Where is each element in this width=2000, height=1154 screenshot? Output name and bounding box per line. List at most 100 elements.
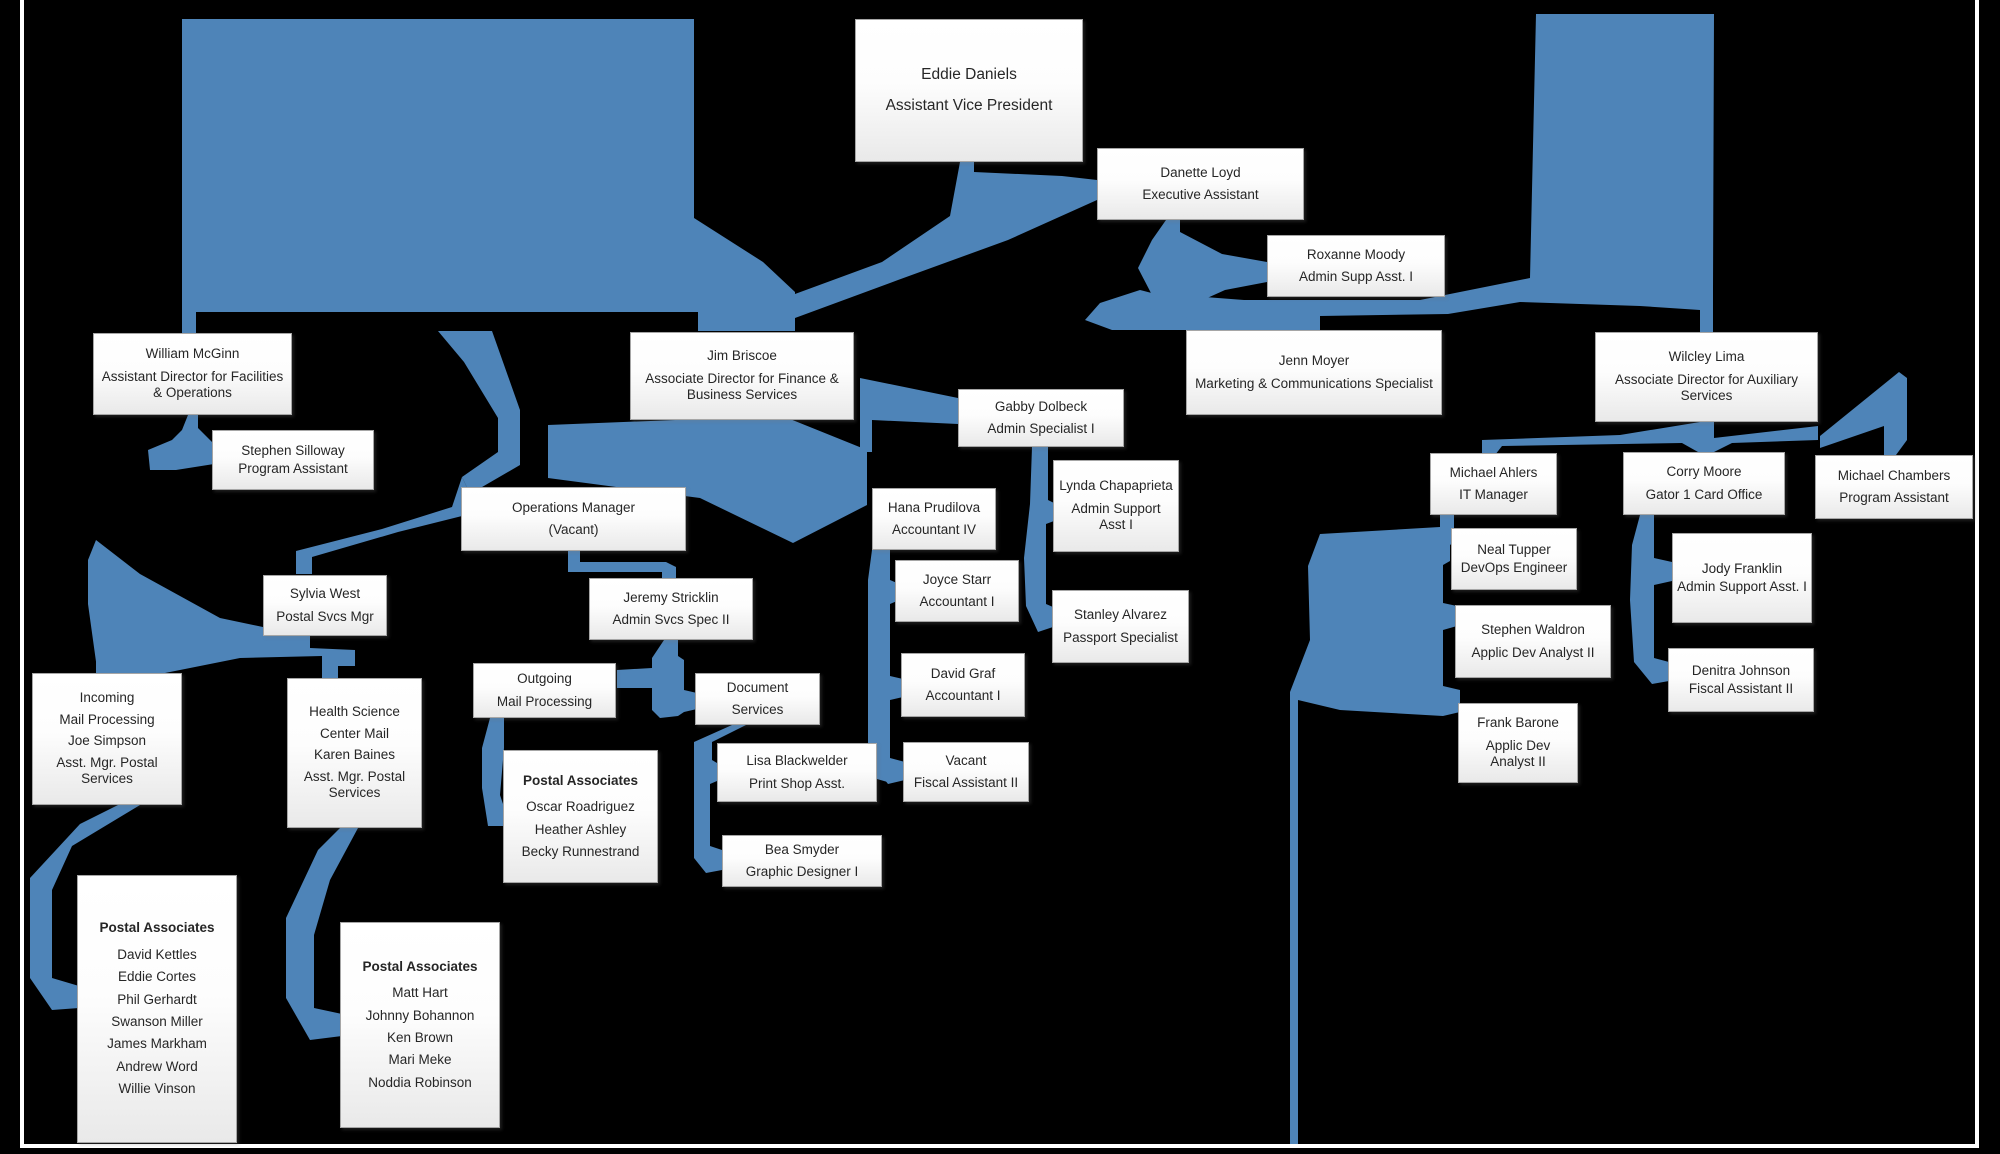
- person-name: Lynda Chapaprieta: [1059, 478, 1173, 494]
- org-box-william-mcginn[interactable]: William McGinn Assistant Director for Fa…: [93, 333, 292, 415]
- org-box-danette-loyd[interactable]: Danette Loyd Executive Assistant: [1097, 148, 1304, 220]
- org-box-jim-briscoe[interactable]: Jim Briscoe Associate Director for Finan…: [630, 332, 854, 420]
- person-title: Program Assistant: [238, 460, 348, 476]
- connector-docsvc-to-lisa-bea: [694, 725, 746, 873]
- member-name: Johnny Bohannon: [365, 1007, 475, 1023]
- unit-name-line2: Mail Processing: [59, 711, 155, 727]
- org-box-frank-barone[interactable]: Frank Barone Applic Dev Analyst II: [1458, 703, 1578, 783]
- person-name: Stanley Alvarez: [1073, 607, 1168, 623]
- person-title: Applic Dev Analyst II: [1471, 644, 1595, 660]
- person-name: Bea Smyder: [764, 841, 840, 857]
- org-box-vacant-fiscal[interactable]: Vacant Fiscal Assistant II: [903, 742, 1029, 802]
- connector-it-blob: [1290, 515, 1460, 1147]
- person-title: Admin Support Asst I: [1071, 500, 1161, 533]
- org-box-document-services[interactable]: Document Services: [695, 673, 820, 725]
- person-name: Neal Tupper: [1477, 542, 1551, 558]
- member-name: Eddie Cortes: [117, 969, 197, 985]
- person-name: Jeremy Stricklin: [623, 589, 719, 605]
- person-name: Sylvia West: [289, 586, 361, 602]
- member-name: Becky Runnestrand: [521, 843, 640, 859]
- org-box-outgoing-mail[interactable]: Outgoing Mail Processing: [473, 663, 616, 718]
- person-name: Roxanne Moody: [1306, 246, 1406, 262]
- person-name: Stephen Waldron: [1481, 622, 1585, 638]
- unit-name-line1: Incoming: [79, 690, 135, 706]
- unit-subname: Mail Processing: [496, 693, 593, 709]
- person-title: Program Assistant: [1839, 490, 1949, 505]
- person-title: Associate Director for Auxiliary Service…: [1614, 371, 1799, 404]
- unit-subname: Services: [731, 702, 784, 717]
- person-name: Eddie Daniels: [921, 65, 1017, 83]
- member-name: Mari Meke: [388, 1052, 452, 1068]
- person-name: Denitra Johnson: [1691, 663, 1791, 679]
- connector-mcginn-to-silloway: [148, 415, 214, 470]
- org-box-jenn-moyer[interactable]: Jenn Moyer Marketing & Communications Sp…: [1186, 330, 1442, 415]
- org-box-lynda-chapaprieta[interactable]: Lynda Chapaprieta Admin Support Asst I: [1053, 460, 1179, 552]
- person-title: Passport Specialist: [1063, 629, 1178, 645]
- connector-gabby-to-lynda-stanley: [1024, 447, 1054, 632]
- group-header: Postal Associates: [362, 958, 478, 974]
- org-box-bea-smyder[interactable]: Bea Smyder Graphic Designer I: [722, 835, 882, 887]
- org-box-michael-ahlers[interactable]: Michael Ahlers IT Manager: [1430, 453, 1557, 515]
- connector-corry-to-jody-denitra: [1630, 515, 1672, 684]
- connector-wilcley-to-chambers: [1820, 372, 1907, 455]
- member-name: David Kettles: [117, 946, 197, 962]
- org-box-wilcley-lima[interactable]: Wilcley Lima Associate Director for Auxi…: [1595, 332, 1818, 422]
- org-box-corry-moore[interactable]: Corry Moore Gator 1 Card Office: [1623, 452, 1785, 515]
- unit-name: Outgoing: [517, 671, 572, 687]
- org-box-jeremy-stricklin[interactable]: Jeremy Stricklin Admin Svcs Spec II: [589, 578, 753, 640]
- org-box-operations-manager[interactable]: Operations Manager (Vacant): [461, 487, 686, 551]
- org-box-hana-prudilova[interactable]: Hana Prudilova Accountant IV: [872, 488, 996, 550]
- org-box-stephen-silloway[interactable]: Stephen Silloway Program Assistant: [212, 430, 374, 490]
- person-name: Joe Simpson: [67, 733, 147, 749]
- org-box-stephen-waldron[interactable]: Stephen Waldron Applic Dev Analyst II: [1455, 605, 1611, 678]
- person-title: Accountant IV: [891, 522, 977, 537]
- org-box-gabby-dolbeck[interactable]: Gabby Dolbeck Admin Specialist I: [958, 389, 1124, 447]
- org-box-eddie-daniels[interactable]: Eddie Daniels Assistant Vice President: [855, 19, 1083, 162]
- person-name: Stephen Silloway: [241, 443, 345, 459]
- org-box-stanley-alvarez[interactable]: Stanley Alvarez Passport Specialist: [1052, 590, 1189, 663]
- person-name: Karen Baines: [313, 747, 396, 763]
- group-header: Postal Associates: [99, 920, 215, 936]
- person-title: Associate Director for Finance & Busines…: [645, 370, 839, 403]
- person-title: Admin Support Asst. I: [1677, 578, 1807, 594]
- connector-accountant-band: [868, 550, 905, 784]
- org-box-michael-chambers[interactable]: Michael Chambers Program Assistant: [1815, 455, 1973, 519]
- connector-hsc-to-pa2: [286, 828, 358, 1040]
- frame-right-border: [1975, 0, 1979, 1148]
- member-name: Heather Ashley: [534, 821, 627, 837]
- person-title: Print Shop Asst.: [748, 775, 846, 791]
- org-box-postal-associates-3[interactable]: Postal Associates Oscar Roadriguez Heath…: [503, 750, 658, 883]
- org-box-health-science-center-mail[interactable]: Health Science Center Mail Karen Baines …: [287, 678, 422, 828]
- org-box-denitra-johnson[interactable]: Denitra Johnson Fiscal Assistant II: [1668, 648, 1814, 712]
- person-name: Jenn Moyer: [1278, 353, 1350, 369]
- org-box-sylvia-west[interactable]: Sylvia West Postal Svcs Mgr: [263, 575, 387, 636]
- member-name: Ken Brown: [386, 1030, 454, 1045]
- org-box-joyce-starr[interactable]: Joyce Starr Accountant I: [895, 560, 1019, 622]
- connector-jeremy-hub: [617, 640, 697, 718]
- org-box-david-graf[interactable]: David Graf Accountant I: [901, 653, 1025, 717]
- person-name: Wilcley Lima: [1668, 349, 1745, 365]
- person-title: Assistant Vice President: [885, 96, 1053, 114]
- connector-wilcley-spread: [1482, 422, 1818, 455]
- person-name: Lisa Blackwelder: [746, 753, 848, 769]
- org-box-lisa-blackwelder[interactable]: Lisa Blackwelder Print Shop Asst.: [717, 743, 877, 802]
- org-box-roxanne-moody[interactable]: Roxanne Moody Admin Supp Asst. I: [1267, 235, 1445, 297]
- member-name: Noddia Robinson: [368, 1074, 472, 1090]
- org-box-postal-associates-2[interactable]: Postal Associates Matt Hart Johnny Bohan…: [340, 922, 500, 1128]
- member-name: Andrew Word: [116, 1058, 198, 1074]
- group-header: Postal Associates: [522, 772, 639, 788]
- connector-sylvia-blob: [88, 540, 355, 690]
- position-name: Vacant: [945, 752, 987, 768]
- org-box-neal-tupper[interactable]: Neal Tupper DevOps Engineer: [1451, 528, 1577, 590]
- connector-briscoe-mass: [548, 419, 867, 543]
- org-box-postal-associates-1[interactable]: Postal Associates David Kettles Eddie Co…: [77, 875, 237, 1143]
- member-name: Willie Vinson: [118, 1081, 196, 1097]
- person-name: Jody Franklin: [1701, 561, 1783, 577]
- org-box-incoming-mail[interactable]: Incoming Mail Processing Joe Simpson Ass…: [32, 673, 182, 805]
- person-name: Danette Loyd: [1160, 164, 1241, 180]
- org-box-jody-franklin[interactable]: Jody Franklin Admin Support Asst. I: [1672, 533, 1812, 623]
- person-title: Admin Supp Asst. I: [1298, 269, 1414, 284]
- connector-incoming-to-pa1: [30, 805, 140, 1010]
- person-title: Marketing & Communications Specialist: [1195, 375, 1433, 391]
